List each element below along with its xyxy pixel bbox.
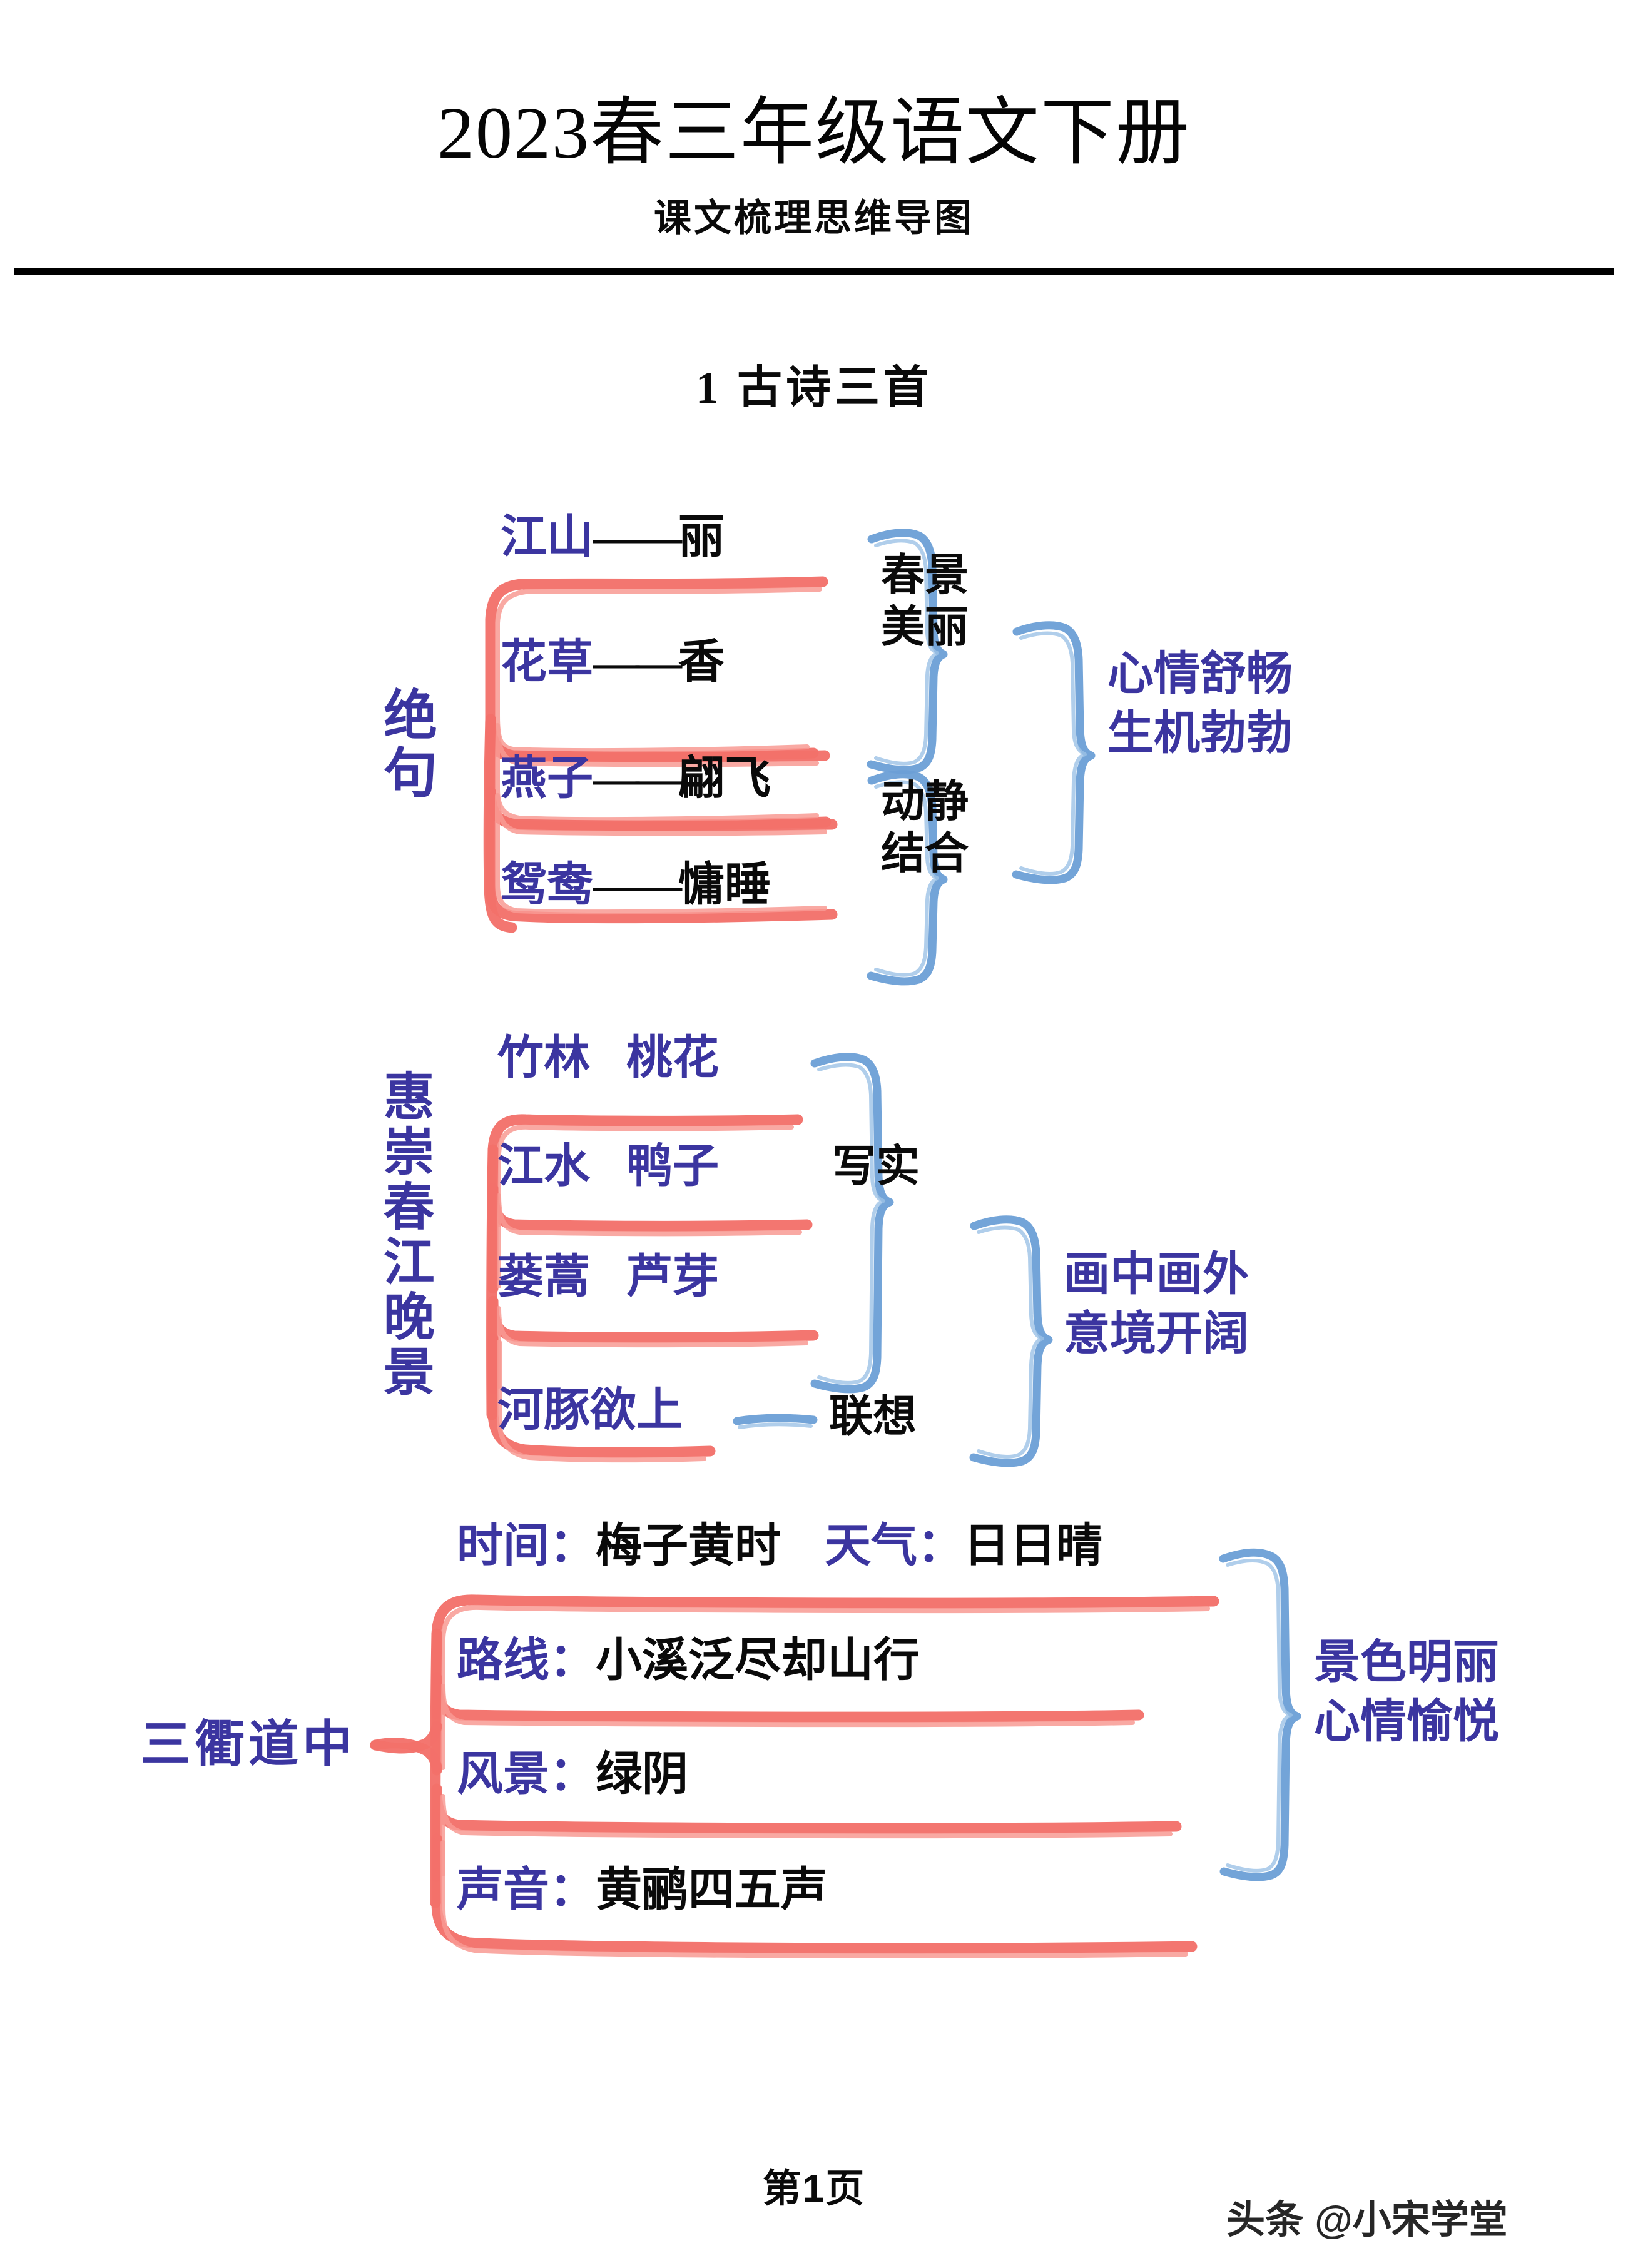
node-label-huichong: 惠崇春江晚景 [375, 1070, 433, 1400]
group-label-xieshi: 写实 [832, 1143, 920, 1191]
item-subject: 江山 [501, 512, 593, 563]
item-row: 竹林桃花 [497, 1035, 719, 1081]
item-predicate: 香 [678, 637, 725, 688]
item-left: 蒌蒿 [497, 1252, 590, 1303]
block1-blue-bracket-conclusion [1012, 621, 1096, 884]
item-label: 风景： [457, 1749, 596, 1800]
item-right: 鸭子 [626, 1141, 719, 1192]
block2-blue-bracket-1 [810, 1053, 894, 1394]
item-row: 蒌蒿芦芽 [497, 1254, 719, 1300]
item-subject: 燕子 [501, 753, 593, 804]
document-subtitle: 课文梳理思维导图 [654, 197, 974, 239]
item-value: 黄鹂四五声 [596, 1865, 827, 1916]
page-number: 第1页 [762, 2167, 866, 2210]
node-label-sanqu: 三衢道中 [141, 1716, 356, 1772]
item-row: 鸳鸯——慵睡 [501, 862, 771, 908]
watermark: 头条 @小宋学堂 [1226, 2199, 1508, 2242]
item-label: 声音： [457, 1865, 596, 1916]
item-row: 燕子——翩飞 [501, 756, 771, 802]
conclusion-huichong: 画中画外 意境开阔 [1064, 1248, 1249, 1359]
item-value: 梅子黄时 [596, 1521, 781, 1572]
group-label-lianxiang: 联想 [829, 1393, 917, 1441]
item-row: 花草——香 [501, 639, 725, 686]
item-row: 风景：绿阴 [457, 1751, 688, 1798]
item-left: 河豚欲上 [497, 1385, 683, 1436]
item-predicate: 翩飞 [678, 753, 771, 804]
item-subject: 鸳鸯 [501, 859, 593, 911]
item-right: 桃花 [626, 1033, 719, 1084]
item-dash: —— [593, 753, 682, 804]
item-row: 路线：小溪泛尽却山行 [457, 1638, 920, 1684]
item-dash: —— [593, 512, 682, 563]
group-label-dongjing: 动静 结合 [881, 778, 969, 878]
item-value-2: 日日晴 [964, 1521, 1102, 1572]
header-divider [14, 268, 1614, 275]
conclusion-sanqu: 景色明丽 心情愉悦 [1314, 1636, 1499, 1747]
item-row: 江山——丽 [501, 514, 725, 560]
item-row: 河豚欲上 [497, 1387, 683, 1434]
item-value: 绿阴 [596, 1749, 688, 1800]
item-label: 路线： [457, 1635, 596, 1686]
item-value: 小溪泛尽却山行 [596, 1635, 920, 1686]
block2-blue-bracket-conclusion [969, 1215, 1053, 1467]
block2-blue-dash [733, 1414, 818, 1429]
item-left: 竹林 [497, 1033, 590, 1084]
item-dash: —— [593, 859, 682, 911]
item-subject: 花草 [501, 637, 593, 688]
item-predicate: 丽 [678, 512, 725, 563]
item-row: 时间：梅子黄时天气：日日晴 [457, 1523, 1102, 1569]
node-label-juequ: 绝句 [375, 687, 435, 802]
item-right: 芦芽 [626, 1252, 719, 1303]
item-row: 声音：黄鹂四五声 [457, 1867, 827, 1913]
item-predicate: 慵睡 [678, 859, 771, 911]
group-label-chunjing: 春景 美丽 [881, 552, 969, 652]
document-title: 2023春三年级语文下册 [437, 92, 1191, 174]
block3-blue-bracket-conclusion [1219, 1548, 1301, 1881]
conclusion-juequ: 心情舒畅 生机勃勃 [1107, 647, 1293, 759]
item-row: 江水鸭子 [497, 1143, 719, 1190]
item-label-2: 天气： [825, 1521, 964, 1572]
item-dash: —— [593, 637, 682, 688]
item-label: 时间： [457, 1521, 596, 1572]
section-heading: 1 古诗三首 [695, 363, 932, 413]
item-left: 江水 [497, 1141, 590, 1192]
